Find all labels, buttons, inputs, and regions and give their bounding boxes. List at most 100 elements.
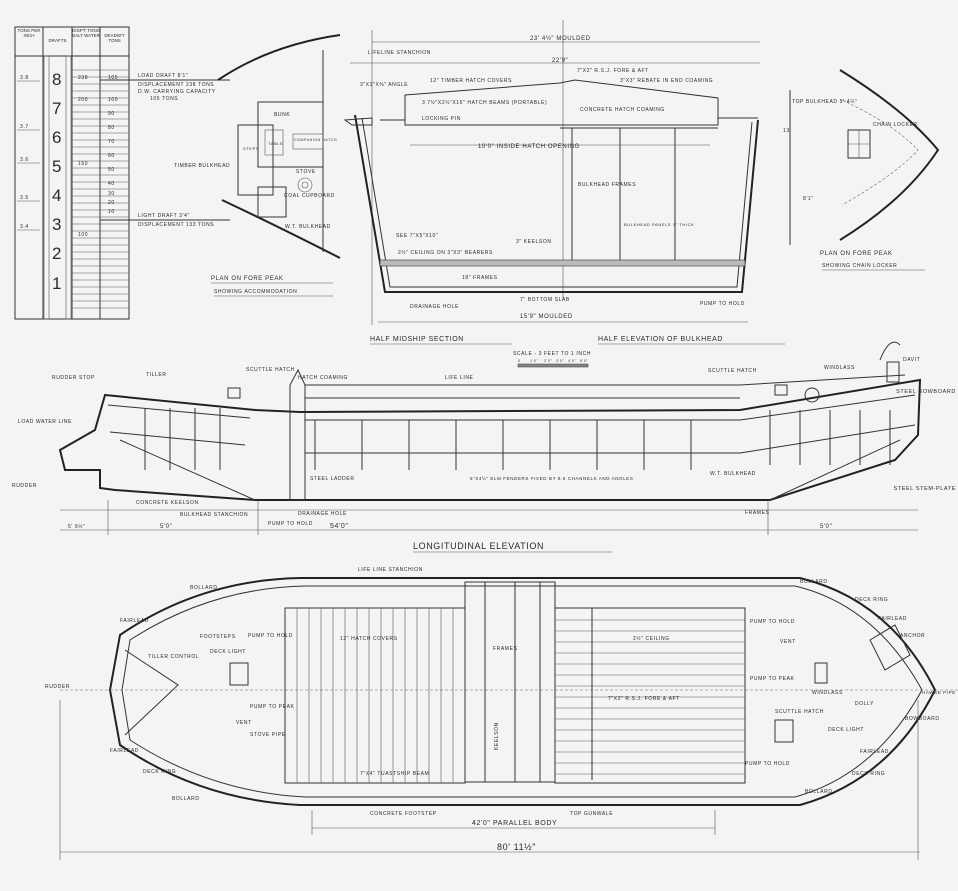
- draft-8: 8: [52, 70, 62, 89]
- label-vent: Vent: [236, 720, 252, 726]
- label-timber-bulkhead: Timber Bulkhead: [174, 163, 230, 169]
- light-draft: Light Draft 3'4": [138, 213, 190, 219]
- label-keelson: 3" Keelson: [516, 239, 552, 245]
- label-drainage-hole-elev: Drainage Hole: [298, 511, 347, 517]
- dim-22ft9: 22'9": [552, 58, 568, 64]
- label-deck-light-fore: Deck Light: [828, 727, 864, 733]
- label-load-water-line: Load Water Line: [18, 419, 72, 425]
- label-scuttle-hatch-aft: Scuttle Hatch: [246, 367, 295, 373]
- load-draft-capacity: D.W. Carrying Capacity: [138, 89, 216, 95]
- midship-section: 23' 4½" Moulded 22'9" Lifeline Stanchion…: [343, 20, 760, 325]
- label-life-line: Life Line: [445, 375, 474, 381]
- dw-value: 70: [108, 139, 115, 145]
- label-wt-bulkhead-elev: W.T. Bulkhead: [710, 471, 756, 477]
- label-wt-bulkhead: W.T. Bulkhead: [285, 224, 331, 230]
- dw-value: 100: [108, 97, 118, 103]
- label-ceiling: 2½" Ceiling on 3"x3" Bearers: [398, 249, 493, 256]
- header-drafts: Drafts: [48, 38, 67, 43]
- disp-value: 200: [78, 97, 88, 103]
- label-frames-elev: Frames: [745, 510, 769, 516]
- label-rudder-stop: Rudder Stop: [52, 375, 95, 381]
- label-hawse-pipe: Hawse Pipe: [922, 690, 956, 695]
- disp-value: 150: [78, 161, 88, 167]
- title-half-midship-section: Half Midship Section: [370, 336, 464, 343]
- label-tuastship-beam: 7"x4" Tuastship Beam: [360, 771, 429, 777]
- label-coal-cupboard: Coal Cupboard: [284, 193, 335, 199]
- scale-tick: 0: [518, 359, 521, 363]
- dw-value: 60: [108, 153, 115, 159]
- draft-4: 4: [52, 186, 62, 205]
- label-companion-hatch: Companion Hatch: [294, 138, 337, 142]
- label-elm-fenders: 6"x4½" Elm Fenders Fixed by 8.5 Channels…: [470, 475, 634, 481]
- label-lifeline-stanchion: Lifeline Stanchion: [368, 50, 431, 56]
- label-pump-to-hold: Pump to Hold: [700, 301, 745, 307]
- draft-3: 3: [52, 215, 62, 234]
- dim-54ft: 54'0": [330, 523, 349, 530]
- dim-overall-length: 80' 11½": [497, 842, 536, 852]
- header-disp: Disp't Tons salt water: [72, 28, 100, 39]
- tpi-value: 3.5: [20, 195, 29, 201]
- label-hatch-covers: 12" Hatch Covers: [340, 636, 398, 642]
- label-bollard-aft: Bollard: [172, 796, 200, 802]
- label-8ft1: 8'1": [803, 196, 814, 202]
- scale-tick: 5'0": [580, 359, 588, 363]
- light-draft-disp: Displacement 133 Tons: [138, 222, 214, 228]
- fore-peak-plan-accommodation: Bunk Table Companion Hatch Steps Stove C…: [174, 34, 341, 297]
- label-windlass-plan: Windlass: [812, 690, 843, 696]
- label-pump-to-hold-fore: Pump to Hold: [750, 619, 795, 625]
- label-pump-to-peak-fore: Pump to Peak: [750, 676, 795, 682]
- label-fairlead-fwd: Fairlead: [860, 749, 889, 755]
- label-scuttle-hatch-plan: Scuttle Hatch: [775, 709, 824, 715]
- draft-table: Tons per inch Drafts Disp't Tons salt wa…: [14, 26, 130, 320]
- load-draft-disp: Displacement 238 Tons: [138, 82, 214, 88]
- dim-parallel-body: 42'0" Parallel Body: [472, 820, 557, 827]
- tpi-value: 3.8: [20, 75, 29, 81]
- scale-bar: 0 1'0" 2'0" 3'0" 4'0" 5'0": [517, 359, 589, 368]
- scale-tick: 1'0": [530, 359, 538, 363]
- label-steel-ladder: Steel Ladder: [310, 476, 355, 482]
- fore-peak-right-title: Plan on Fore Peak: [820, 251, 893, 257]
- label-bollard-fwd: Bollard: [805, 789, 833, 795]
- disp-value: 238: [78, 75, 88, 81]
- label-13ft: 13': [783, 128, 791, 134]
- dim-5ft0-fore: 5'0": [820, 524, 832, 530]
- fore-peak-left-title: Plan on Fore Peak: [211, 276, 284, 282]
- label-table: Table: [268, 141, 283, 146]
- label-angle: 3"x3"x⅜" Angle: [360, 82, 408, 88]
- label-pump-to-hold-fwd: Pump to Hold: [745, 761, 790, 767]
- label-bunk: Bunk: [274, 112, 290, 118]
- label-bottom-slab: 7" Bottom Slab: [520, 297, 570, 303]
- label-top-gunwale: Top Gunwale: [570, 811, 613, 817]
- dw-value: 105: [108, 75, 118, 81]
- label-stove-pipe: Stove Pipe: [250, 732, 286, 738]
- label-deck-light: Deck Light: [210, 649, 246, 655]
- disp-value: 100: [78, 232, 88, 238]
- dw-value: 40: [108, 181, 115, 187]
- dim-5ft9: 5' 9½": [68, 523, 85, 530]
- label-frames: 18" Frames: [462, 275, 498, 281]
- fore-peak-plan-chain-locker: Chain Locker Top Bulkhead 5'-4½" 13' 8'1…: [783, 69, 940, 271]
- label-rebate: 3"x3" Rebate in End Coaming: [620, 78, 713, 84]
- label-tiller-control: Tiller Control: [148, 654, 199, 660]
- draft-2: 2: [52, 244, 62, 263]
- label-windlass: Windlass: [824, 365, 855, 371]
- label-bulkhead-panels: Bulkhead Panels 3" Thick: [624, 222, 694, 227]
- title-longitudinal-elevation: Longitudinal Elevation: [413, 541, 544, 551]
- label-footsteps: Footsteps: [200, 634, 236, 640]
- draft-7: 7: [52, 99, 62, 118]
- fore-peak-left-subtitle: Showing Accommodation: [214, 289, 297, 295]
- title-half-elevation-bulkhead: Half Elevation of Bulkhead: [598, 336, 723, 343]
- dw-value: 20: [108, 200, 115, 206]
- label-fairlead: Fairlead: [120, 618, 149, 624]
- dw-value: 80: [108, 125, 115, 131]
- draft-6: 6: [52, 128, 62, 147]
- label-life-line-stanchion: Life Line Stanchion: [358, 567, 423, 573]
- label-ceiling: 2½" Ceiling: [633, 635, 670, 642]
- label-chain-locker: Chain Locker: [873, 122, 918, 128]
- label-deck-ring-fore: Deck Ring: [855, 597, 888, 603]
- label-scuttle-hatch-fore: Scuttle Hatch: [708, 368, 757, 374]
- label-deck-ring-aft: Deck Ring: [143, 769, 176, 775]
- scale-label: Scale - 3 Feet to 1 Inch: [513, 351, 591, 357]
- label-pump-to-hold-elev: Pump to Hold: [268, 521, 313, 527]
